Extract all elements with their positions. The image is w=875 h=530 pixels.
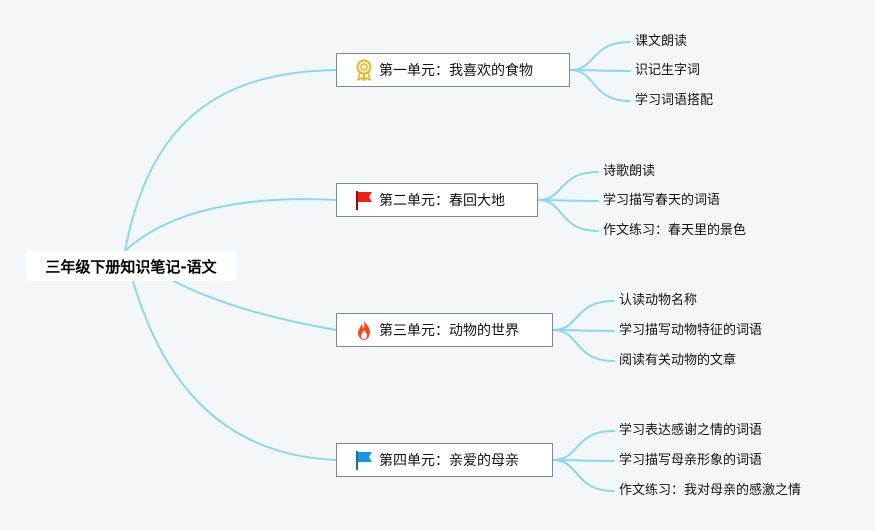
- leaf-item[interactable]: 诗歌朗读: [603, 164, 656, 179]
- unit-label: 第一单元：我喜欢的食物: [379, 63, 533, 79]
- connector-line: [552, 459, 615, 492]
- leaf-item[interactable]: 作文练习：春天里的景色: [603, 223, 747, 238]
- unit-node-3[interactable]: 第三单元：动物的世界: [336, 313, 553, 347]
- leaf-item[interactable]: 学习描写春天的词语: [603, 193, 721, 208]
- leaf-item[interactable]: 作文练习：我对母亲的感激之情: [619, 483, 802, 498]
- leaf-item[interactable]: 学习词语搭配: [635, 93, 714, 108]
- root-topic-label: 三年级下册知识笔记-语文: [45, 257, 217, 276]
- connector-line: [124, 69, 337, 252]
- leaf-item[interactable]: 识记生字词: [635, 63, 701, 78]
- leaf-item[interactable]: 学习描写动物特征的词语: [619, 323, 763, 338]
- red-flag-icon: [353, 189, 375, 211]
- unit-label: 第三单元：动物的世界: [379, 323, 519, 339]
- connector-line: [552, 329, 615, 362]
- connector-line: [569, 41, 631, 71]
- unit-node-4[interactable]: 第四单元：亲爱的母亲: [336, 443, 553, 477]
- unit-node-1[interactable]: 第一单元：我喜欢的食物: [336, 53, 570, 87]
- leaf-item[interactable]: 课文朗读: [635, 34, 688, 49]
- leaf-item[interactable]: 阅读有关动物的文章: [619, 353, 737, 368]
- connector-line: [537, 171, 599, 201]
- connector-line: [552, 300, 615, 331]
- connector-line: [569, 69, 631, 102]
- unit-node-2[interactable]: 第二单元：春回大地: [336, 183, 538, 217]
- connector-line: [124, 198, 337, 252]
- blue-flag-icon: [353, 449, 375, 471]
- connector-line: [552, 430, 615, 461]
- unit-label: 第二单元：春回大地: [379, 193, 505, 209]
- leaf-item[interactable]: 学习表达感谢之情的词语: [619, 423, 763, 438]
- connector-line: [124, 250, 337, 461]
- leaf-item[interactable]: 学习描写母亲形象的词语: [619, 453, 763, 468]
- award-ribbon-icon: [353, 59, 375, 81]
- unit-label: 第四单元：亲爱的母亲: [379, 453, 519, 469]
- fire-icon: [353, 319, 375, 341]
- leaf-item[interactable]: 认读动物名称: [619, 293, 698, 308]
- root-topic[interactable]: 三年级下册知识笔记-语文: [26, 251, 236, 281]
- connector-line: [537, 199, 599, 232]
